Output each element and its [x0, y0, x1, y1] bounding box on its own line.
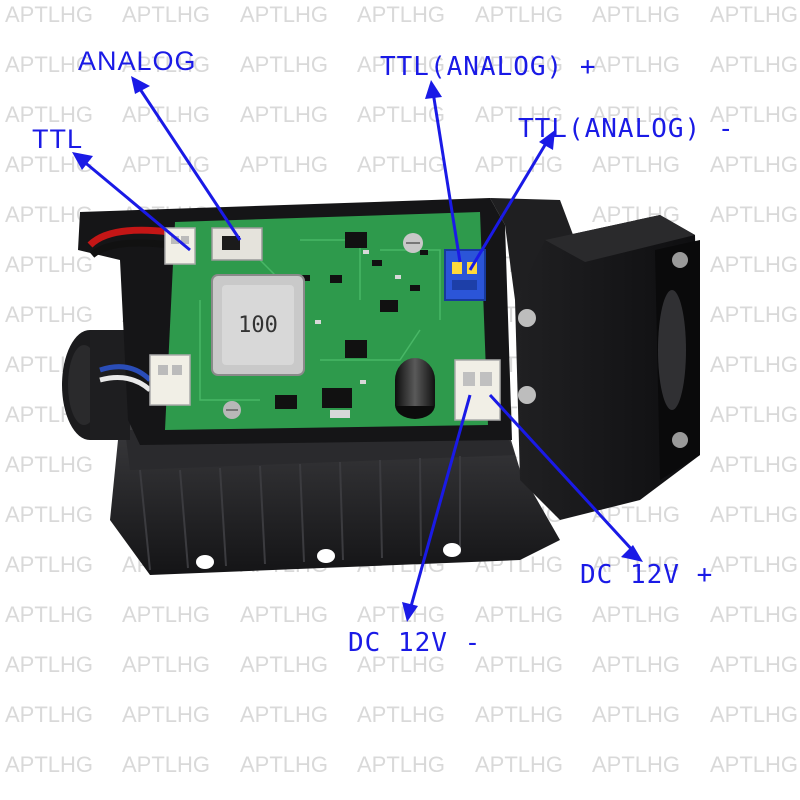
arrow-ttl-analog-plus [431, 91, 462, 263]
watermark-text: APTLHG [240, 652, 329, 677]
watermark-text: APTLHG [5, 252, 94, 277]
watermark-text: APTLHG [710, 652, 799, 677]
watermark-text: APTLHG [357, 652, 446, 677]
watermark-text: APTLHG [475, 2, 564, 27]
watermark-text: APTLHG [240, 102, 329, 127]
arrowhead-dc-minus [402, 602, 418, 622]
watermark-text: APTLHG [710, 552, 799, 577]
label-analog: ANALOG [78, 46, 197, 76]
watermark-text: APTLHG [710, 202, 799, 227]
watermark-text: APTLHG [592, 752, 681, 777]
watermark-text: APTLHG [122, 102, 211, 127]
arrowhead-ttl-analog-minus [539, 130, 555, 150]
watermark-text: APTLHG [5, 602, 94, 627]
watermark-text: APTLHG [122, 52, 211, 77]
watermark-text: APTLHG [5, 52, 94, 77]
watermark-text: APTLHG [122, 602, 211, 627]
arrowhead-analog [131, 76, 150, 94]
arrowhead-dc-plus [621, 545, 643, 562]
label-ttl: TTL [32, 124, 84, 154]
watermark-text: APTLHG [710, 252, 799, 277]
watermark-text: APTLHG [5, 302, 94, 327]
label-dc-plus: DC 12V + [580, 560, 714, 590]
arrow-ttl-analog-minus [468, 139, 550, 271]
inductor: 100 [211, 274, 305, 376]
watermark-text: APTLHG [5, 452, 94, 477]
watermark-text: APTLHG [240, 702, 329, 727]
watermark-text: APTLHG [592, 652, 681, 677]
watermark-text: APTLHG [240, 602, 329, 627]
watermark-text: APTLHG [592, 2, 681, 27]
watermark-text: APTLHG [240, 52, 329, 77]
watermark-text: APTLHG [475, 602, 564, 627]
label-dc-minus: DC 12V - [348, 628, 482, 658]
watermark-text: APTLHG [710, 2, 799, 27]
watermark-text: APTLHG [710, 502, 799, 527]
watermark-text: APTLHG [475, 752, 564, 777]
callout-arrows [81, 85, 637, 611]
watermark-text: APTLHG [710, 52, 799, 77]
watermark-text: APTLHG [475, 702, 564, 727]
watermark-text: APTLHG [592, 152, 681, 177]
watermark-text: APTLHG [710, 702, 799, 727]
arrowhead-ttl [72, 152, 93, 170]
arrow-ttl [81, 158, 191, 252]
inductor-marking: 100 [238, 313, 278, 338]
capacitor [395, 358, 435, 419]
red-black-wire [87, 226, 171, 258]
watermark-text: APTLHG [240, 2, 329, 27]
watermark-text: APTLHG [5, 102, 94, 127]
watermark-text: APTLHG [357, 52, 446, 77]
watermark-text: APTLHG [357, 152, 446, 177]
dc-power-connector [454, 359, 501, 421]
arrow-analog [136, 85, 242, 241]
watermark-text: APTLHG [592, 702, 681, 727]
arrow-heads [72, 76, 643, 622]
watermark-text: APTLHG [592, 52, 681, 77]
arrowhead-ttl-analog-plus [425, 80, 442, 99]
watermark-text: APTLHG [357, 752, 446, 777]
mode-switch [211, 227, 263, 261]
watermark-text: APTLHG [122, 652, 211, 677]
left-connector [99, 354, 191, 406]
watermark-text: APTLHG [710, 402, 799, 427]
watermark-text: APTLHG [5, 202, 94, 227]
watermark-text: APTLHG [475, 52, 564, 77]
watermark-text: APTLHG [710, 152, 799, 177]
watermark-text: APTLHG [122, 702, 211, 727]
watermark-text: APTLHG [240, 152, 329, 177]
watermark-text: APTLHG [475, 152, 564, 177]
watermark-text: APTLHG [475, 652, 564, 677]
watermark-text: APTLHG [592, 102, 681, 127]
watermark-text: APTLHG [5, 502, 94, 527]
label-ttl-analog-minus: TTL(ANALOG) - [518, 114, 735, 144]
watermark-text: APTLHG [710, 452, 799, 477]
watermark-text: APTLHG [122, 752, 211, 777]
watermark-text: APTLHG [5, 752, 94, 777]
watermark-text: APTLHG [357, 702, 446, 727]
arrow-dc-minus [408, 394, 472, 611]
watermark-text: APTLHG [710, 602, 799, 627]
watermark-text: APTLHG [475, 102, 564, 127]
label-ttl-analog-plus: TTL(ANALOG) + [380, 52, 597, 82]
lens-barrel [62, 330, 130, 440]
watermark-text: APTLHG [357, 102, 446, 127]
watermark-text: APTLHG [240, 752, 329, 777]
watermark-text: APTLHG [710, 352, 799, 377]
watermark-text: APTLHG [5, 552, 94, 577]
cooling-fan [515, 215, 700, 520]
watermark-text: APTLHG [122, 2, 211, 27]
watermark-text: APTLHG [710, 302, 799, 327]
watermark-text: APTLHG [357, 2, 446, 27]
watermark-text: APTLHG [5, 2, 94, 27]
arrow-dc-plus [488, 393, 637, 555]
watermark-text: APTLHG [710, 102, 799, 127]
watermark-text: APTLHG [357, 602, 446, 627]
watermark-text: APTLHG [592, 602, 681, 627]
watermark-text: APTLHG [710, 752, 799, 777]
watermark-text: APTLHG [5, 702, 94, 727]
watermark-text: APTLHG [5, 652, 94, 677]
